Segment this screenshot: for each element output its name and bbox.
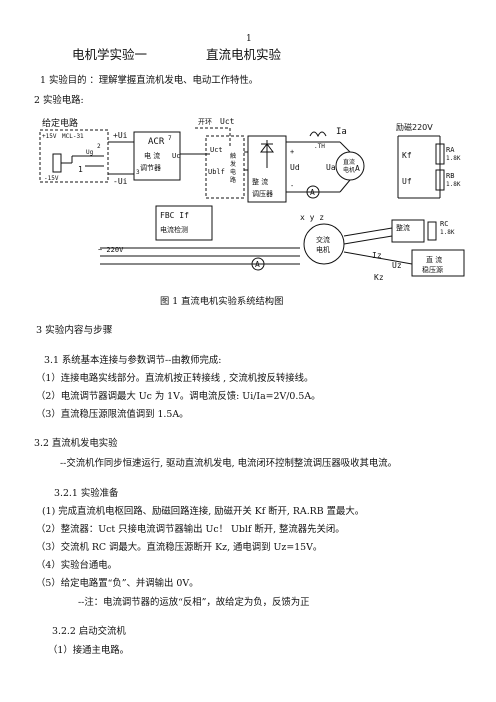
label-uf: Uf (402, 177, 412, 186)
label-dc-reg2: 稳压源 (422, 265, 443, 274)
label-current-detect: 电流检测 (160, 225, 188, 234)
section322-heading: 3.2.2 启动交流机 (52, 626, 126, 637)
section321-item: （3）交流机 RC 调最大。直流稳压源断开 Kz, 通电调到 Uz=15V。 (36, 542, 323, 553)
label-trig1: 触 (230, 152, 236, 160)
section32-description: --交流机作同步恒速运行, 驱动直流机发电, 电流闭环控制整流调压器吸收其电流。 (60, 458, 398, 469)
label-pin2: 2 (97, 143, 101, 150)
section31-heading: 3.1 系统基本连接与参数调节--由教师完成: (44, 355, 222, 366)
rectifier-box (391, 219, 425, 243)
label-kf: Kf (402, 151, 412, 160)
resistor-rb (435, 169, 445, 191)
label-given-circuit: 给定电路 (42, 117, 78, 129)
section321-item: （2）整流器：Uct 只接电流调节器输出 Uc！ Ublf 断开, 整流器先关闭… (36, 524, 345, 535)
section321-item: （4）实验台通电。 (36, 560, 117, 571)
section321-heading: 3.2.1 实验准备 (54, 488, 119, 499)
acr-box (133, 131, 181, 181)
label-excitation: 励磁220V (396, 122, 433, 132)
section3-heading: 3 实验内容与步骤 (36, 325, 113, 336)
label-pin7: 7 (168, 135, 172, 142)
section31-item: （1）连接电路实线部分。直流机按正转接线 , 交流机按反转接线。 (36, 373, 314, 384)
label-xyz: x y z (300, 213, 324, 222)
label-ac-motor1: 交流 (316, 235, 330, 244)
label-kz: Kz (374, 273, 384, 282)
objective-line: 1 实验目的 ：理解掌握直流机发电、电动工作特性。 (40, 75, 259, 86)
label-ua: Ua (326, 163, 336, 172)
label-pin1: 1 (78, 165, 83, 174)
label-rectifier2: 调压器 (252, 189, 273, 198)
label-trig4: 路 (230, 176, 236, 184)
label-acr: ACR (148, 137, 165, 147)
ammeter-dc-label: A (310, 188, 315, 197)
label-trig3: 电 (230, 168, 236, 176)
label-uc: Uc (172, 152, 180, 160)
label-open-loop: 开环 (198, 118, 212, 126)
label-minus-ui: -Ui (113, 177, 128, 186)
label-uct-top: Uct (220, 117, 235, 126)
label-plus15v: +15V (42, 133, 57, 140)
section32-heading: 3.2 直流机发电实验 (34, 438, 118, 449)
label-ud: Ud (290, 163, 300, 172)
resistor-rc (427, 221, 437, 241)
label-dc-reg1: 直 流 (426, 255, 442, 264)
label-ra: RA (446, 146, 455, 154)
label-mcl31: MCL-31 (62, 133, 84, 140)
label-ublf: Ublf (208, 168, 225, 176)
label-ac-motor2: 电机 (316, 245, 330, 254)
label-plus: + (290, 148, 294, 156)
label-minus: - (290, 182, 294, 190)
figure-caption: 图 1 直流电机实验系统结构图 (160, 296, 284, 307)
label-ia: Ia (336, 127, 347, 137)
label-uz: Uz (392, 261, 402, 270)
label-rc: RC (440, 220, 448, 228)
section321-item: (1) 完成直流机电枢回路、励磁回路连接, 励磁开关 Kf 断开, RA.RB … (42, 506, 365, 517)
dc-regulated-source-box (411, 249, 465, 277)
section321-item: （5）给定电路置“负”、并调输出 0V。 (36, 578, 199, 589)
label-uct: Uct (210, 146, 223, 154)
label-ug: Ug (86, 149, 94, 156)
label-rectifier1: 整 流 (252, 177, 268, 186)
ac-motor-circle (303, 223, 345, 265)
title-experiment: 直流电机实验 (206, 47, 282, 62)
section31-item: （2）电流调节器调最大 Uc 为 1V。调电流反馈: Ui/Ia=2V/0.5A… (36, 391, 321, 402)
label-acr-sub1: 电 流 (144, 151, 160, 160)
label-fbc: FBC If (160, 211, 189, 220)
ammeter-ac (251, 257, 265, 271)
label-rc-val: 1.8K (440, 229, 455, 236)
page-number: 1 (246, 34, 252, 44)
fbc-box (155, 205, 213, 241)
section321-note: --注：电流调节器的运放“反相”，故给定为负，反馈为正 (78, 597, 310, 608)
ammeter-ac-label: A (255, 260, 260, 269)
label-dc-motor2: 电机 (343, 166, 355, 174)
ammeter-ia-label: A (355, 164, 360, 173)
label-trig2: 发 (230, 160, 236, 168)
label-minus15v: -15V (44, 175, 59, 182)
label-rb: RB (446, 172, 454, 180)
section322-item: （1）接通主电路。 (48, 645, 129, 656)
label-ac-220v: ~ 220V (98, 246, 124, 254)
section31-item: （3）直流稳压源限流值调到 1.5A。 (36, 409, 189, 420)
label-rb-val: 1.8K (446, 181, 461, 188)
label-rectifier: 整流 (396, 223, 410, 232)
circuit-diagram: A A A 给定电路 +15V MCL-31 -15V Ug 2 1 +Ui -… (39, 117, 465, 282)
label-iz: Iz (372, 251, 382, 260)
label-acr-sub2: 调节器 (140, 163, 161, 172)
ammeter-dc (306, 185, 320, 199)
resistor-ra (435, 143, 445, 165)
title-course: 电机学实验一 (72, 47, 148, 62)
rectifier-regulator-box (247, 135, 287, 203)
label-plus-ui: +Ui (113, 131, 128, 140)
label-dc-motor1: 直流 (343, 158, 355, 166)
pot-resistor (52, 153, 62, 173)
label-ra-val: 1.8K (446, 155, 461, 162)
circuit-heading: 2 实验电路: (34, 95, 84, 106)
label-th: .TH (314, 143, 325, 150)
label-pin3: 3 (136, 169, 140, 176)
